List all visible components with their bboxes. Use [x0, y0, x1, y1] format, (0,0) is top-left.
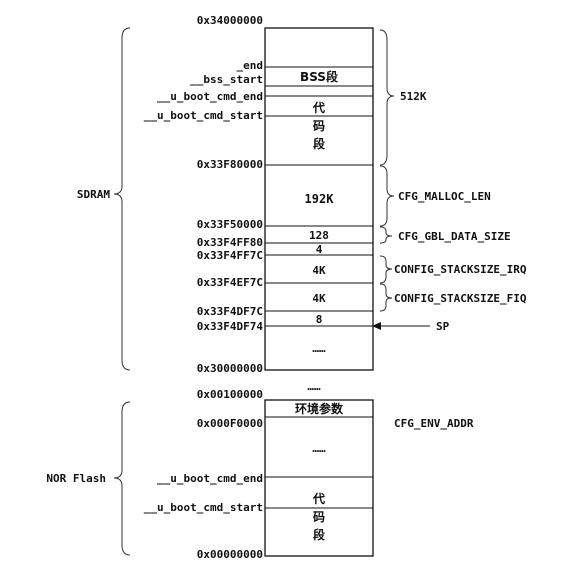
addr-0x34000000: 0x34000000 [197, 14, 263, 27]
irq-stack-cell: 4K [312, 264, 326, 277]
gap-ellipsis: …… [307, 380, 321, 393]
addr-0x33F4FF80: 0x33F4FF80 [197, 236, 263, 249]
eight-byte-cell: 8 [316, 313, 323, 326]
bss-segment-cell: BSS段 [300, 69, 339, 84]
addr-0x33F4DF74: 0x33F4DF74 [197, 320, 264, 333]
nor-region-label: NOR Flash [46, 472, 106, 485]
nor-code-char-3: 段 [313, 527, 326, 542]
env-params-cell: 环境参数 [295, 401, 344, 416]
sdram-column: BSS段 代 码 段 192K 128 4 4K 4K 8 …… [264, 27, 374, 371]
sp-arrow-head [372, 322, 381, 330]
nor-ellipsis-cell: …… [312, 442, 326, 455]
four-byte-cell: 4 [316, 243, 323, 256]
addr-0x30000000: 0x30000000 [197, 362, 263, 375]
symbol-bss-start: __bss_start [190, 73, 263, 86]
symbol-cmd-end: __u_boot_cmd_end [157, 90, 263, 103]
fiq-brace [379, 283, 393, 312]
nor-code-char-1: 代 [312, 491, 325, 506]
fiq-stack-cell: 4K [312, 292, 326, 305]
sdram-region-label: SDRAM [77, 188, 110, 201]
addr-0x000F0000: 0x000F0000 [197, 417, 263, 430]
code-size-brace [379, 29, 395, 166]
sdram-code-char-2: 码 [313, 119, 325, 133]
sdram-code-char-1: 代 [312, 100, 325, 115]
addr-0x33F50000: 0x33F50000 [197, 218, 263, 231]
symbol-end: _end [237, 59, 264, 72]
addr-0x33F4FF7C: 0x33F4FF7C [197, 249, 263, 262]
symbol-cmd-start: __u_boot_cmd_start [144, 109, 263, 122]
fiq-label: CONFIG_STACKSIZE_FIQ [394, 292, 527, 305]
code-size-label: 512K [400, 90, 427, 103]
malloc-label: CFG_MALLOC_LEN [398, 190, 491, 203]
sdram-ellipsis-cell: …… [312, 342, 326, 355]
nor-column: 环境参数 …… 代 码 段 [264, 399, 374, 557]
sdram-region-brace [113, 27, 131, 371]
sdram-annotations: 512K CFG_MALLOC_LEN CFG_GBL_DATA_SIZE CO… [372, 29, 527, 333]
addr-0x33F4DF7C: 0x33F4DF7C [197, 305, 263, 318]
sdram-box [264, 27, 374, 371]
malloc-size-cell: 192K [305, 192, 335, 206]
gbl-label: CFG_GBL_DATA_SIZE [398, 230, 511, 243]
irq-label: CONFIG_STACKSIZE_IRQ [394, 263, 527, 276]
nor-region-brace [113, 401, 131, 556]
irq-brace [379, 255, 393, 284]
sdram-code-char-3: 段 [313, 136, 326, 151]
nor-box [264, 399, 374, 557]
malloc-brace [379, 165, 395, 227]
nor-symbol-cmd-end: __u_boot_cmd_end [157, 472, 263, 485]
gbl-brace [379, 226, 393, 244]
gbl-data-size-cell: 128 [309, 229, 329, 242]
addr-0x33F80000: 0x33F80000 [197, 158, 263, 171]
addr-0x00000000: 0x00000000 [197, 548, 263, 561]
env-addr-label: CFG_ENV_ADDR [394, 417, 474, 430]
sp-label: SP [436, 320, 450, 333]
nor-code-char-2: 码 [313, 510, 325, 524]
nor-address-labels: 0x00100000 0x000F0000 __u_boot_cmd_end _… [144, 388, 263, 561]
nor-symbol-cmd-start: __u_boot_cmd_start [144, 501, 263, 514]
addr-0x00100000: 0x00100000 [197, 388, 263, 401]
sdram-address-labels: 0x34000000 _end __bss_start __u_boot_cmd… [144, 14, 264, 375]
addr-0x33F4EF7C: 0x33F4EF7C [197, 276, 263, 289]
